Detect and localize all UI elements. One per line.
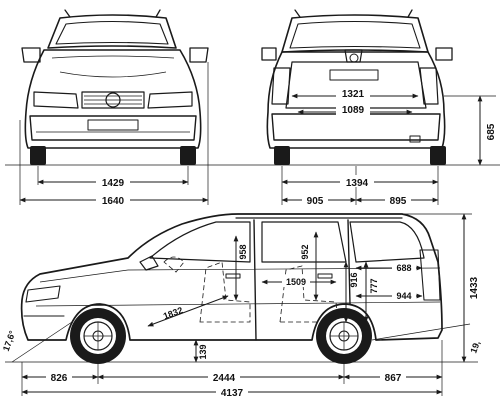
label-overall-length: 4137 <box>221 388 244 399</box>
rear-mirror-left <box>261 47 277 61</box>
hood-crease <box>59 71 167 78</box>
label-rear-track: 1394 <box>346 178 369 189</box>
departure-angle-line <box>371 323 471 341</box>
front-bumper <box>29 115 197 141</box>
front-badge <box>105 92 121 108</box>
side-body <box>20 213 443 341</box>
rear-antenna-left <box>294 9 301 18</box>
label-cargo-width: 944 <box>396 291 411 301</box>
label-wheelbase: 2444 <box>213 373 236 384</box>
front-seat <box>199 261 251 323</box>
label-front-headroom: 958 <box>238 244 248 259</box>
tail-light-right <box>419 67 439 105</box>
label-overall-height: 1433 <box>469 276 480 299</box>
c-pillar <box>347 219 351 305</box>
steering-wheel <box>163 256 185 273</box>
rear-plate <box>329 69 379 81</box>
front-plate <box>87 119 139 131</box>
label-rear-half-left: 905 <box>307 196 324 207</box>
label-rear-overhang: 867 <box>385 373 402 384</box>
label-front-width: 1640 <box>102 196 125 207</box>
front-grille <box>81 91 145 109</box>
label-interior-length: 1509 <box>286 277 306 287</box>
side-headlight <box>25 285 61 303</box>
label-ground-clearance: 139 <box>198 344 208 359</box>
label-front-legroom: 1832 <box>162 305 184 321</box>
label-rear-inner-upper: 1321 <box>342 89 365 100</box>
front-view: 1429 1640 <box>5 9 500 207</box>
approach-angle-line <box>11 321 73 363</box>
exhaust <box>409 135 421 143</box>
front-door-handle <box>225 273 241 279</box>
label-front-overhang: 826 <box>51 373 68 384</box>
tail-light-left <box>271 67 291 105</box>
rear-mirror-right <box>435 47 453 61</box>
tailgate <box>285 61 427 109</box>
antenna-right <box>155 9 161 18</box>
belt-line <box>39 267 441 283</box>
front-side-window <box>149 221 251 263</box>
mirror-right <box>189 47 209 63</box>
front-body <box>24 49 202 149</box>
label-load-sill-height: 685 <box>486 123 497 140</box>
label-departure-angle: 19, <box>468 339 482 354</box>
rear-wiper-icon <box>349 53 359 63</box>
rear-quarter-window <box>349 221 425 263</box>
front-tyre-left <box>30 146 46 165</box>
hood-line <box>51 55 175 59</box>
front-greenhouse <box>47 14 177 49</box>
side-mirror <box>139 255 159 271</box>
dim-line-front-legroom <box>147 295 229 327</box>
label-approach-angle: 17,6° <box>1 329 18 353</box>
rear-door-handle <box>317 273 333 279</box>
label-front-track: 1429 <box>102 178 125 189</box>
label-rear-headroom: 952 <box>300 244 310 259</box>
headlight-right <box>147 91 193 109</box>
label-rear-seat-height: 916 <box>349 272 359 287</box>
side-view: 958 952 1832 1509 916 777 688 944 139 17… <box>1 213 482 399</box>
rear-window <box>289 20 421 49</box>
label-rear-half-right: 895 <box>390 196 407 207</box>
windshield <box>55 20 169 45</box>
label-load-height: 777 <box>369 278 379 293</box>
side-crease <box>35 301 441 307</box>
headlight-left <box>33 91 79 109</box>
label-cargo-length: 688 <box>396 263 411 273</box>
front-tyre-right <box>180 146 196 165</box>
b-pillar <box>253 219 257 341</box>
rear-tyre-left <box>274 146 290 165</box>
rear-view: 1321 1089 1394 905 895 685 <box>261 9 497 207</box>
rear-antenna-right <box>407 9 413 18</box>
rear-body <box>266 51 446 149</box>
mirror-left <box>21 47 41 63</box>
antenna-left <box>64 9 71 18</box>
rear-tyre-right <box>430 146 446 165</box>
label-rear-inner-lower: 1089 <box>342 105 365 116</box>
side-tail-light <box>419 249 441 301</box>
